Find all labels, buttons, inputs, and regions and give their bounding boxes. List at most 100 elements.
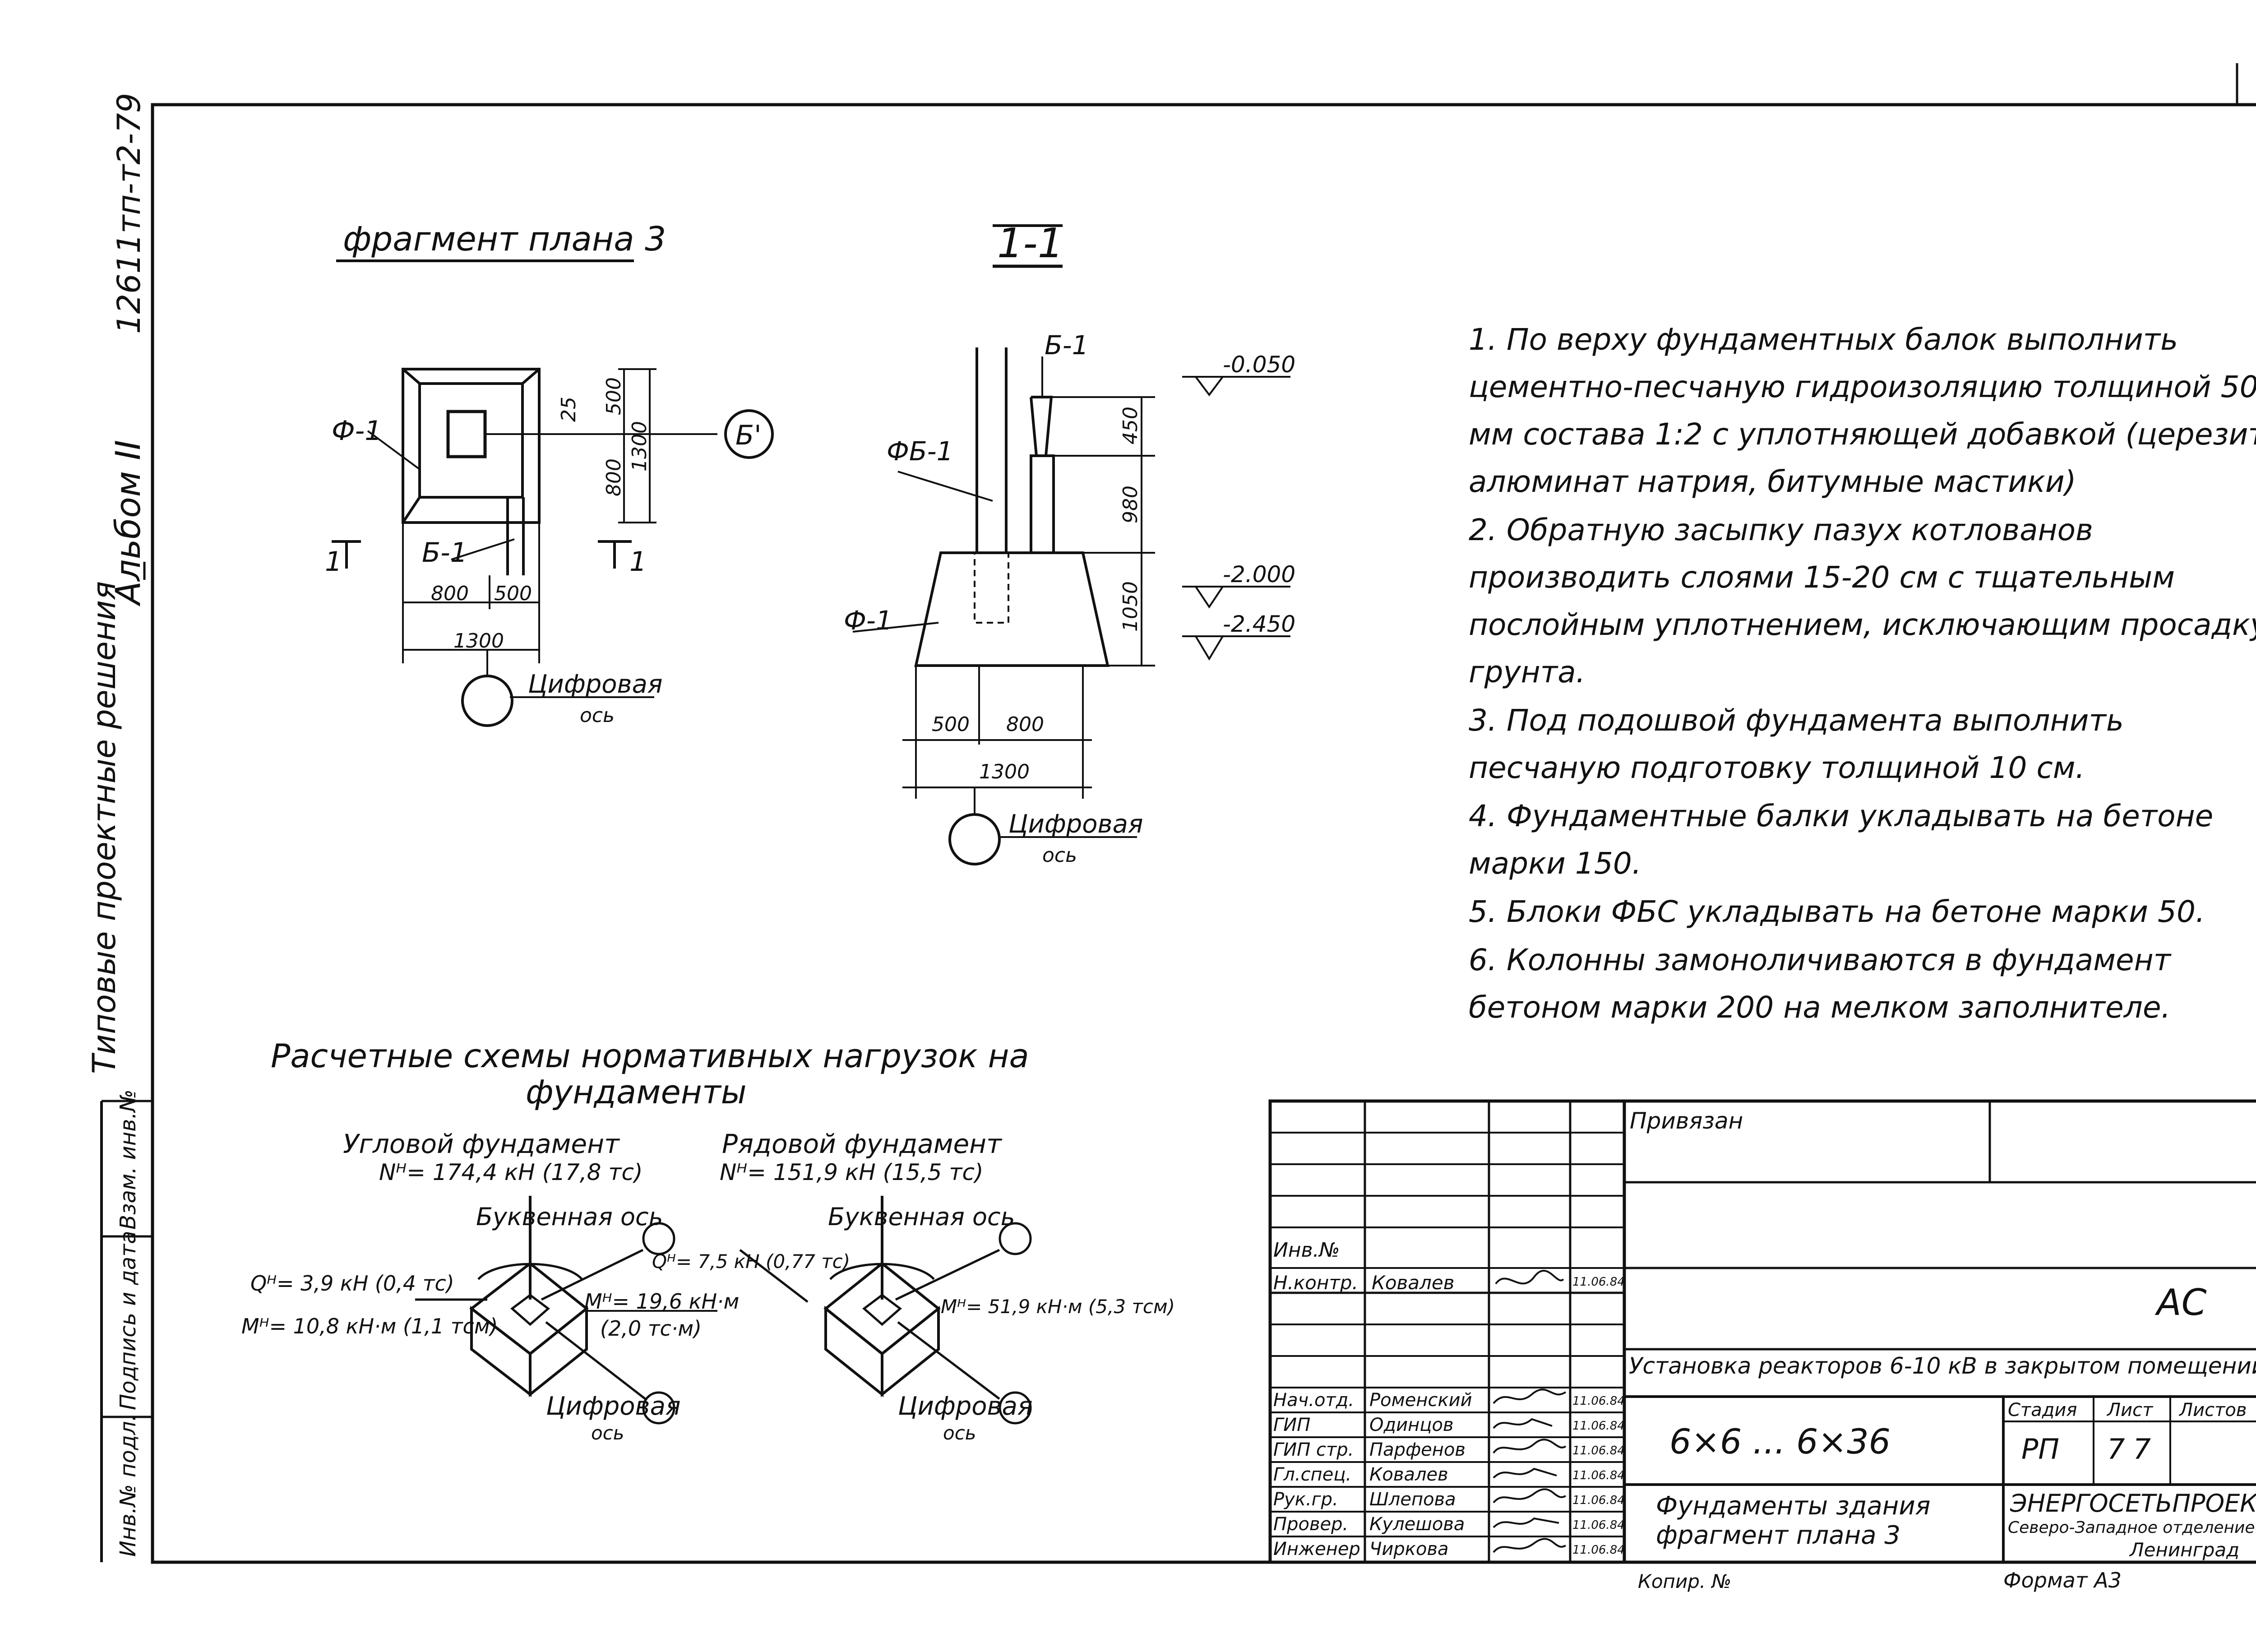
corner-n: Nᴴ= 174,4 кН (17,8 тс) [379,1159,643,1185]
staff-role: Н.контр. [1273,1272,1358,1294]
staff-date: 11.06.84 [1572,1543,1625,1557]
loads-title-1: Расчетные схемы нормативных нагрузок на [271,1037,1029,1075]
staff-role: Рук.гр. [1273,1489,1338,1510]
title-block-grid [1268,1099,2256,1564]
note-5: 5. Блоки ФБС укладывать на бетоне марки … [1469,894,2205,929]
corner-q: Qᴴ= 3,9 кН (0,4 тс) [250,1271,454,1296]
inv-label: Инв.№ [1273,1239,1340,1262]
plan-dim-800v: 800 [602,458,625,496]
section-axis-digit: Цифровая [1008,810,1143,839]
plan-dim-800h: 800 [431,582,469,605]
level-3: -2.450 [1223,611,1295,637]
stage-value: РП [2021,1433,2060,1466]
note-4: 4. Фундаментные балки укладывать на бето… [1469,799,2214,881]
doc-title-1: Фундаменты здания [1656,1491,1931,1521]
sheet-frame [151,103,2256,1564]
format-label: Формат А3 [2003,1568,2122,1592]
plan-dim-1300v: 1300 [628,421,651,472]
row-n: Nᴴ= 151,9 кН (15,5 тс) [720,1159,983,1185]
staff-name: Ковалев [1372,1272,1455,1294]
note-3: 3. Под подошвой фундамента выполнить пес… [1469,703,2124,785]
range-label: 6×6 ... 6×36 [1669,1421,1891,1462]
section-dim-1300: 1300 [979,760,1030,783]
corner-m2a: Mᴴ= 19,6 кН·м [584,1289,739,1314]
section-dim-500: 500 [932,713,970,736]
level-1: -0.050 [1223,352,1295,378]
plan-axis-letter: Б' [735,420,762,451]
doc-code: АС [2157,1282,2207,1323]
sheet-header: Лист [2107,1400,2153,1421]
note-2: 2. Обратную засыпку пазух котлованов про… [1469,513,2256,689]
staff-date: 11.06.84 [1572,1494,1625,1507]
staff-name: Шлепова [1369,1489,1456,1510]
side-stamp-podpis: Подпись и дата [116,1231,141,1410]
section-dim-980: 980 [1119,486,1142,523]
corner-m2b: (2,0 тс·м) [600,1316,702,1341]
row-axis-letter: Буквенная ось [828,1203,1015,1231]
staff-name: Одинцов [1369,1415,1454,1435]
side-series: Типовые проектные решения [86,581,123,1074]
plan-dim-500v: 500 [602,377,625,415]
corner-mh: Mᴴ= 10,8 кН·м (1,1 тсм) [241,1314,498,1338]
side-code: 12611тп-т2-79 [111,93,148,334]
row-title: Рядовой фундамент [722,1129,1003,1159]
section-axis-word: ось [1042,844,1077,867]
note-6: 6. Колонны замоноличиваются в фундамент … [1469,943,2171,1025]
staff-role: ГИП [1273,1415,1311,1435]
row-axis-word: ось [943,1422,976,1444]
section-label-fb1: ФБ-1 [887,436,953,467]
staff-date: 11.06.84 [1572,1394,1625,1408]
plan-title: фрагмент плана 3 [343,220,666,259]
plan-drawing [332,368,774,727]
corner-axis-word: ось [591,1422,624,1444]
side-stamp-vzam: Взам. инв.№ [116,1089,141,1230]
staff-role: Гл.спец. [1273,1464,1352,1485]
staff-name: Ковалев [1369,1464,1448,1485]
plan-label-f1: Ф-1 [332,415,382,447]
corner-q2: Qᴴ= 7,5 кН (0,77 тс) [652,1250,850,1273]
staff-role: Провер. [1273,1514,1349,1535]
staff-date: 11.06.84 [1572,1469,1625,1482]
section-title: 1-1 [997,220,1063,267]
plan-axis-digit: Цифровая [528,670,663,699]
sheets-header: Листов [2179,1400,2247,1421]
note-1: 1. По верху фундаментных балок выполнить… [1469,322,2256,499]
staff-date: 11.06.84 [1572,1275,1625,1289]
plan-axis-word: ось [580,704,615,727]
section-label-b1: Б-1 [1045,330,1089,361]
staff-name: Парфенов [1369,1439,1465,1460]
copied-label: Копир. № [1638,1570,1732,1592]
corner-title: Угловой фундамент [343,1129,620,1159]
staff-name: Роменский [1369,1390,1472,1411]
staff-date: 11.06.84 [1572,1518,1625,1532]
org-branch: Северо-Западное отделение [2008,1518,2255,1537]
doc-title-2: фрагмент плана 3 [1656,1521,1900,1550]
section-dim-450: 450 [1119,407,1142,444]
plan-dim-25: 25 [557,397,580,422]
row-foundation-diagram [823,1196,1032,1425]
section-dim-1050: 1050 [1119,581,1142,632]
row-axis-digit: Цифровая [898,1392,1033,1421]
level-2: -2.000 [1223,561,1295,588]
plan-label-b1: Б-1 [422,537,467,569]
staff-role: ГИП стр. [1273,1439,1354,1460]
stage-header: Стадия [2008,1400,2077,1421]
side-stamp-inv: Инв.№ подл. [116,1414,141,1557]
org-name: ЭНЕРГОСЕТЬПРОЕКТ [2010,1489,2256,1518]
staff-date: 11.06.84 [1572,1419,1625,1433]
plan-dim-1300h: 1300 [453,629,504,652]
plan-cut-right: 1 [629,546,647,578]
section-drawing [852,347,1290,865]
plan-dim-500h: 500 [494,582,532,605]
staff-date: 11.06.84 [1572,1444,1625,1458]
side-album: Альбом II [108,440,148,607]
sheet-value: 77 [2107,1433,2159,1466]
notes-list: 1. По верху фундаментных балок выполнить… [1469,316,2256,1032]
org-city: Ленинград [2130,1539,2240,1561]
section-label-f1: Ф-1 [844,605,892,636]
object-name: Установка реакторов 6-10 кВ в закрытом п… [1629,1353,2256,1379]
plan-cut-left: 1 [325,546,342,578]
row-m: Mᴴ= 51,9 кН·м (5,3 тсм) [941,1296,1175,1318]
staff-role: Инженер [1273,1539,1360,1559]
